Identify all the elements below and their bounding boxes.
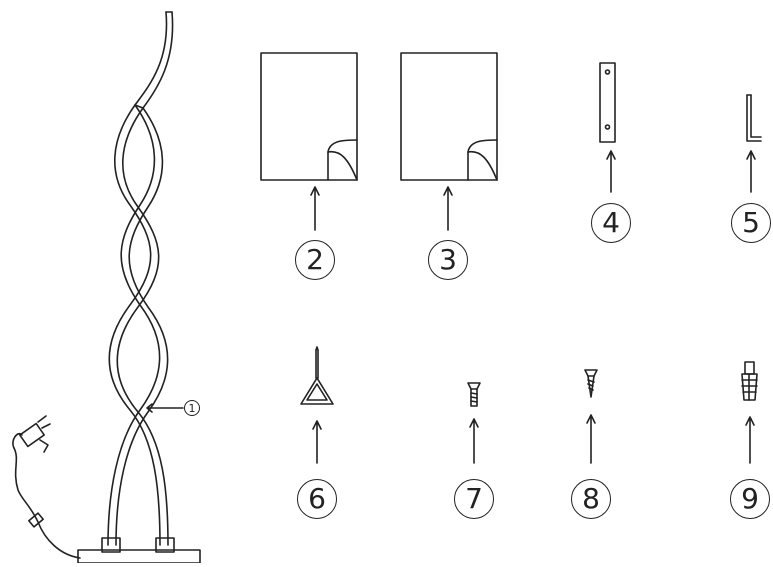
part-number-2: 2 [295, 240, 335, 280]
part-number-8: 8 [571, 479, 611, 519]
arrow-2 [310, 186, 320, 231]
arrow-8 [586, 414, 596, 464]
bracket-4-icon [599, 62, 616, 143]
sheet-2-icon [260, 52, 358, 181]
sheet-3-icon [400, 52, 498, 181]
anchor-9-icon [741, 361, 758, 401]
power-adapter-icon [18, 415, 51, 453]
arrow-5 [746, 150, 756, 193]
part-number-1: 1 [184, 400, 200, 416]
arrow-4 [606, 150, 616, 193]
part-number-4: 4 [591, 203, 631, 243]
arrow-9 [745, 416, 755, 464]
arrow-7 [469, 418, 479, 464]
hex-key-5-icon [746, 94, 762, 142]
screw-8-icon [584, 369, 598, 398]
lamp-body [107, 11, 174, 546]
part-number-9: 9 [730, 479, 770, 519]
tool-6-icon [300, 346, 334, 405]
screw-7-icon [467, 382, 481, 407]
part-number-7: 7 [454, 479, 494, 519]
callout-arrow-1 [146, 403, 153, 413]
lamp-base [77, 537, 201, 564]
part-number-5: 5 [731, 203, 771, 243]
part-number-3: 3 [428, 240, 468, 280]
part-number-6: 6 [297, 479, 337, 519]
power-cable [12, 432, 81, 559]
arrow-6 [312, 420, 322, 464]
arrow-3 [443, 186, 453, 231]
